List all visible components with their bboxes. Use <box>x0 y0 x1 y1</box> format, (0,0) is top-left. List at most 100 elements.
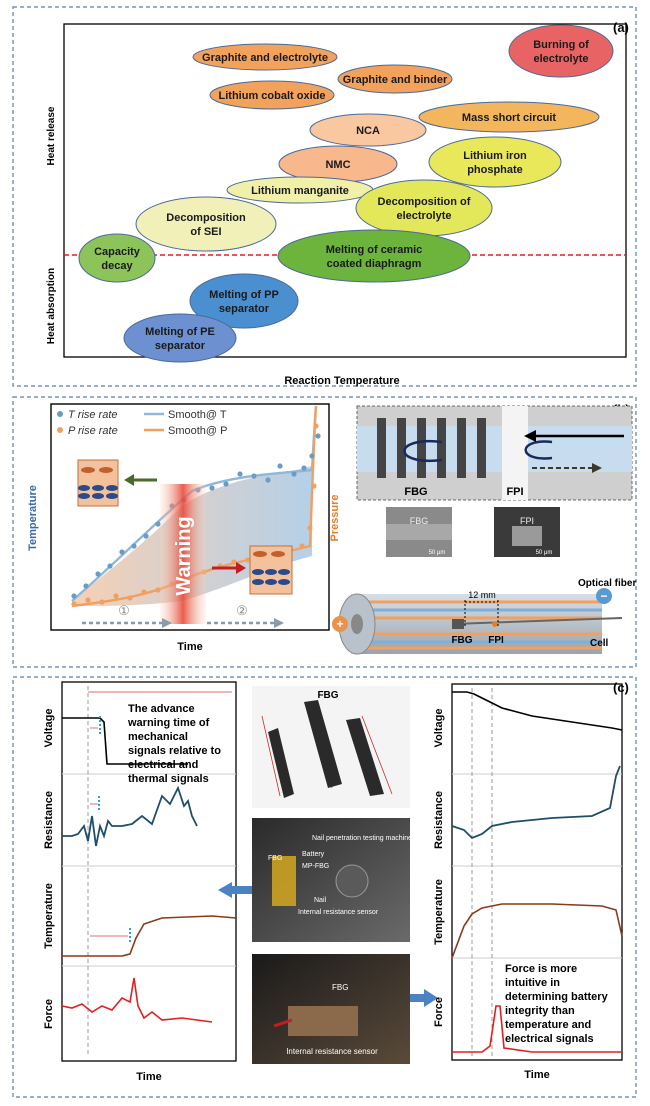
t-rise-point <box>95 571 101 577</box>
p-rise-point <box>231 559 237 565</box>
t-rise-point <box>291 471 297 477</box>
sem-fbg-image: FBG 50 μm <box>386 507 452 557</box>
reaction-ellipse <box>428 136 562 188</box>
arrow-red-head <box>236 562 246 574</box>
arrow-to-right-plots <box>410 989 438 1007</box>
sem-fpi-image: FPI 50 μm <box>494 507 560 557</box>
left-note: The advance warning time of mechanical s… <box>127 703 224 785</box>
reaction-bubble: NCA <box>309 113 427 147</box>
right-resistance-trace <box>451 765 621 840</box>
p-rise-point <box>313 423 319 429</box>
negative-terminal <box>596 588 612 604</box>
left-temperature-trace <box>62 915 237 957</box>
p-rise-point <box>311 483 317 489</box>
reaction-ellipse <box>337 64 453 94</box>
left-signal-plots <box>61 681 237 1062</box>
cell-stack-icon-1 <box>77 459 119 507</box>
reaction-label: NMC <box>325 159 350 171</box>
right-signal-plots <box>451 683 623 1061</box>
right-row-force: Force <box>433 997 445 1027</box>
right-time-label: Time <box>524 1069 549 1081</box>
reaction-ellipse <box>189 273 299 329</box>
panel-a: (a) Heat release Heat absorption Reactio… <box>12 6 637 387</box>
warning-band <box>160 484 206 624</box>
stage-2-label: ② <box>236 603 248 618</box>
cell-fbg-label: FBG <box>451 635 472 646</box>
right-force-trace <box>452 1005 622 1053</box>
p-rise-point <box>299 543 305 549</box>
t-rise-point <box>265 477 271 483</box>
legend-t-marker <box>57 411 63 417</box>
arrow-green-head <box>124 474 134 486</box>
length-label: 12 mm <box>468 590 496 600</box>
panel-c: (c) The advance warning time of mechanic… <box>12 676 637 1098</box>
left-voltage-trace <box>62 717 188 765</box>
stage-1-arrowhead <box>162 618 172 628</box>
t-rise-point <box>131 543 137 549</box>
sem-fbg-label: FBG <box>410 516 429 526</box>
schematic-fbg-label: FBG <box>404 486 427 498</box>
legend-p-rise: P rise rate <box>68 425 118 437</box>
reaction-bubble: Lithium manganite <box>226 176 374 204</box>
t-rise-point <box>301 465 307 471</box>
panel-c-border <box>12 676 637 1098</box>
reaction-ellipse <box>78 233 156 283</box>
left-row-force: Force <box>43 999 55 1029</box>
warning-text: Warning <box>173 516 195 595</box>
y-label-heat-absorption: Heat absorption <box>46 268 57 344</box>
reaction-ellipse <box>309 113 427 147</box>
t-rise-point <box>309 453 315 459</box>
t-rise-point <box>155 521 161 527</box>
t-rise-point <box>277 463 283 469</box>
legend-smooth-t: Smooth@ T <box>168 409 227 421</box>
legend-t-rise: T rise rate <box>68 409 118 421</box>
reaction-bubble: Mass short circuit <box>418 101 600 133</box>
cell-cylinder <box>338 593 623 655</box>
b-y-right-label: Pressure <box>329 494 341 541</box>
p-rise-point <box>141 589 147 595</box>
sem-fbg-scale: 50 μm <box>429 550 446 556</box>
fbg-array-label: FBG <box>317 690 338 701</box>
sem-fpi-label: FPI <box>520 516 534 526</box>
t-rise-point <box>223 481 229 487</box>
panel-b: (b) Warning T rise rate Smooth@ T P rise… <box>12 396 637 668</box>
arrow-to-left-plots <box>218 882 252 898</box>
left-force-trace <box>61 977 213 1023</box>
panel-c-tag: (c) <box>613 680 629 695</box>
y-label-heat-release: Heat release <box>46 106 57 165</box>
legend-smooth-p: Smooth@ P <box>168 425 227 437</box>
right-row-voltage: Voltage <box>433 709 445 748</box>
fbg-array-illustration: FBG <box>252 686 410 808</box>
photo-nail-label: Nail <box>314 897 327 904</box>
p-rise-point <box>127 595 133 601</box>
t-rise-point <box>71 593 77 599</box>
schematic-fpi-label: FPI <box>506 486 523 498</box>
reaction-bubble: Graphite and binder <box>337 64 453 94</box>
reaction-ellipse <box>508 24 614 78</box>
reaction-bubble: Lithium cobalt oxide <box>209 80 335 110</box>
positive-sign: + <box>336 617 343 631</box>
reaction-label: Lithium cobalt oxide <box>219 90 326 102</box>
photo2-sensor-label: Internal resistance sensor <box>286 1047 378 1056</box>
internal-resistance-photo: FBG Internal resistance sensor <box>252 954 410 1064</box>
sem-fpi-scale: 50 μm <box>536 550 553 556</box>
panel-a-border <box>12 6 637 387</box>
heat-map-diagram: (a) Heat release Heat absorption Reactio… <box>12 6 637 387</box>
t-rise-point <box>315 433 321 439</box>
t-rise-point <box>251 473 257 479</box>
p-rise-point <box>99 599 105 605</box>
right-row-temperature: Temperature <box>433 879 445 945</box>
nail-test-photo: FBG Battery MP-FBG Nail Nail penetration… <box>252 818 412 942</box>
photo-sensor-label: Internal resistance sensor <box>298 909 379 916</box>
optical-fiber-label: Optical fiber <box>578 578 636 589</box>
